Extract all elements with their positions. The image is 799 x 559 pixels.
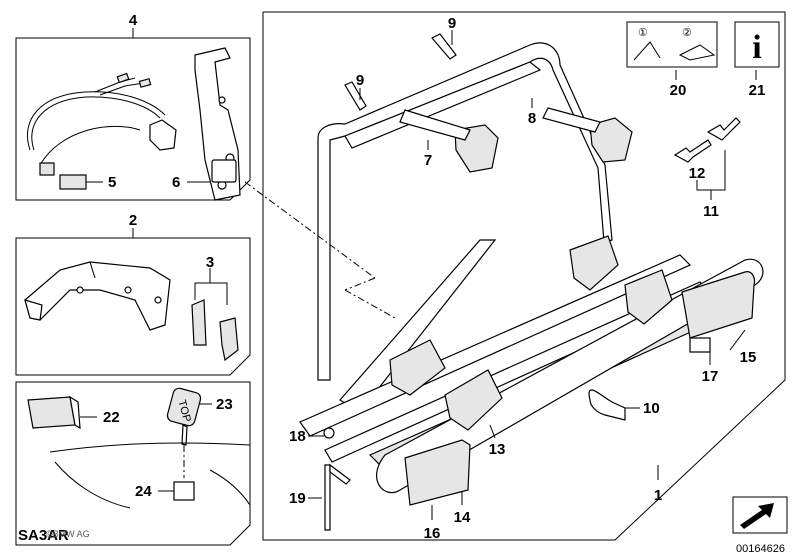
label-21: 21 [749,82,766,99]
label-4: 4 [129,12,138,29]
footer-code: SA3AR [18,527,69,544]
footer-copyright: ©BMW AG [46,529,90,539]
box-electronics-kit [15,381,251,546]
instr-step-2: ② [682,27,692,39]
label-3: 3 [206,254,214,271]
label-11: 11 [703,203,719,220]
wiring-harness-part [26,72,177,166]
label-18: 18 [289,428,306,445]
box-holder-kit [15,237,251,376]
instruction-box: ① ② [626,21,718,68]
label-20: 20 [670,82,687,99]
label-14: 14 [454,509,471,526]
label-9-top: 9 [448,15,456,32]
leader-lines [132,28,757,520]
label-16: 16 [424,525,441,542]
control-module-part [27,395,97,430]
label-22: 22 [103,409,120,426]
bike-carrier-assembly [244,33,764,531]
pad-parts [191,268,239,362]
key-tag-text: TOP [175,399,192,424]
label-23: 23 [216,396,233,413]
callout-labels: 4 5 6 2 3 22 23 24 9 9 7 8 20 21 12 11 1… [103,12,765,542]
label-9-left: 9 [356,72,364,89]
bumper-outline [49,442,251,509]
label-7: 7 [424,152,432,169]
image-number: 00164626 [736,543,785,555]
plug-parts [39,162,103,190]
label-10: 10 [643,400,660,417]
info-icon: i [752,29,761,66]
label-1: 1 [654,487,662,504]
label-15: 15 [740,349,757,366]
holder-part [24,261,171,331]
label-8: 8 [528,110,536,127]
main-frame [262,11,786,541]
label-19: 19 [289,490,306,507]
label-5: 5 [108,174,116,191]
arrow-icon [732,496,788,534]
instr-step-1: ① [638,27,648,39]
label-13: 13 [489,441,506,458]
label-12: 12 [689,165,706,182]
label-24: 24 [135,483,152,500]
info-box: i [734,21,780,68]
label-6: 6 [172,174,180,191]
mounting-bracket-part [187,47,241,201]
key-part: TOP [166,387,212,478]
label-2: 2 [129,212,137,229]
screw-parts [673,117,741,200]
label-17: 17 [702,368,719,385]
